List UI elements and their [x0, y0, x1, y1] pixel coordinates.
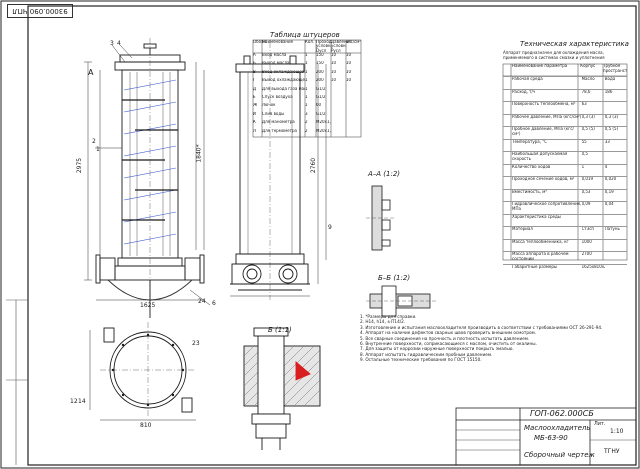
tech-spec-grid: [502, 63, 628, 261]
front-view: [84, 38, 211, 318]
section-bb: [366, 285, 436, 317]
inner-frame: [27, 5, 637, 466]
detail-b: [243, 327, 321, 450]
side-view: [230, 42, 327, 300]
title-block-grid: [455, 407, 637, 466]
nozzles-table-grid: [252, 39, 362, 138]
plan-view: [89, 322, 196, 421]
section-aa: [366, 185, 396, 251]
